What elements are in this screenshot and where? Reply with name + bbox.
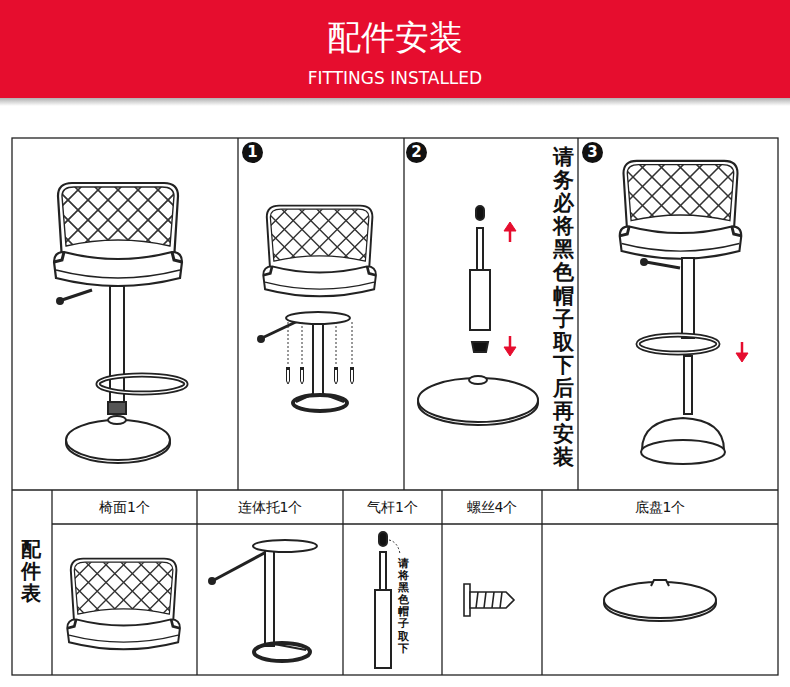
header-band: 配件安装 FITTINGS INSTALLED <box>0 0 790 98</box>
table-cell: 椅面1个 <box>52 494 197 520</box>
part-note: 请将黑色帽子取下 <box>398 558 409 655</box>
table-cell: 底盘1个 <box>542 494 778 520</box>
table-cell: 连体托1个 <box>197 494 343 520</box>
table-cell: 气杆1个 <box>343 494 442 520</box>
warning-note: 请务必将黑色帽子取下后再安装 <box>553 146 574 469</box>
callout-number: 2 <box>406 142 427 163</box>
table-heading: 配件表 <box>21 538 41 604</box>
header-subtitle: FITTINGS INSTALLED <box>0 66 790 90</box>
callout-number: 3 <box>582 142 603 163</box>
callout-number: 1 <box>242 142 263 163</box>
header-title: 配件安装 <box>0 12 790 62</box>
table-cell: 螺丝4个 <box>442 494 542 520</box>
